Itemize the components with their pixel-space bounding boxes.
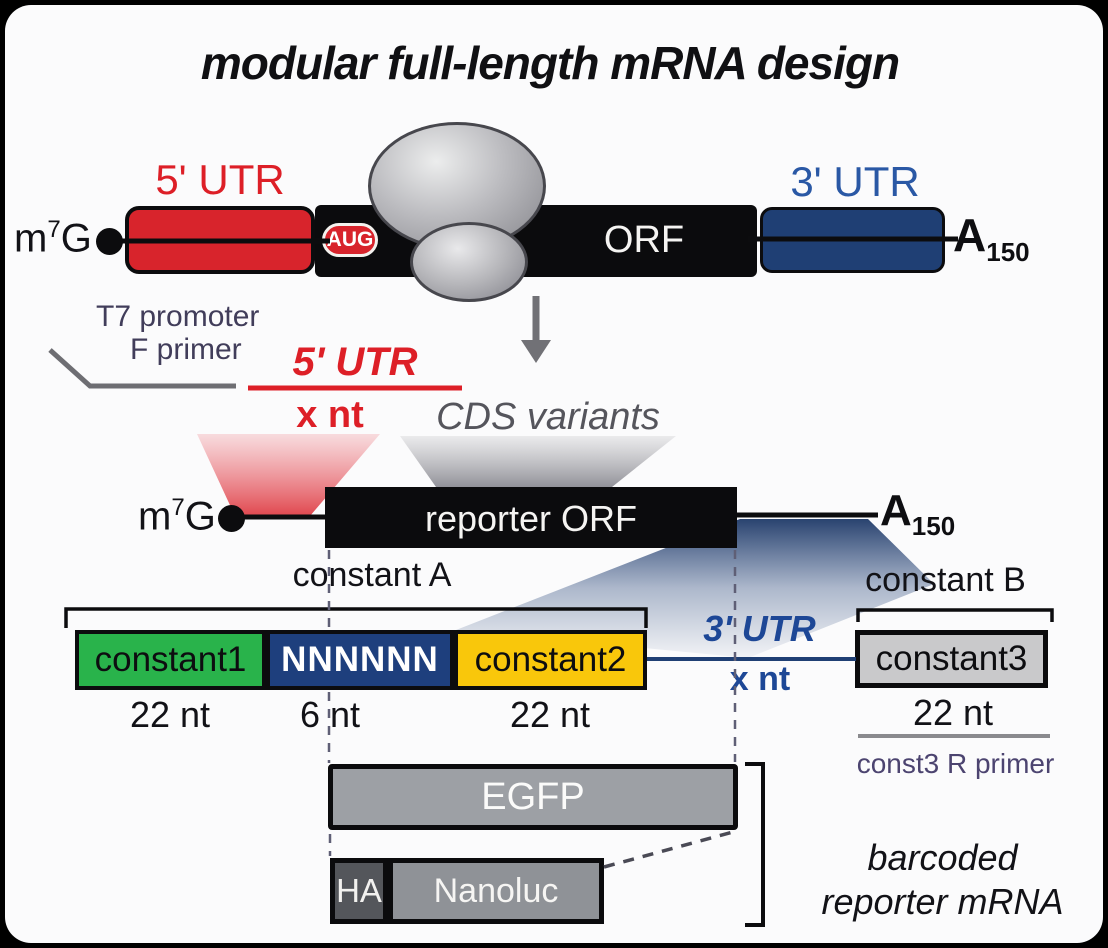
egfp-box: EGFP (328, 764, 738, 830)
utr5-box (125, 206, 315, 274)
utr3-variable-label: 3' UTR (703, 608, 816, 649)
utr5-variable-label: 5' UTR (292, 340, 418, 384)
caption-line1: barcoded (867, 837, 1018, 878)
const3-r-primer-label: const3 R primer (856, 748, 1055, 779)
polya-base: A (953, 209, 987, 261)
cap-m: m (138, 494, 172, 539)
barcode-nt-label: 6 nt (299, 694, 361, 735)
barcoded-reporter-caption: barcoded reporter mRNA (790, 836, 1095, 924)
constant1-box: constant1 (75, 630, 266, 690)
constant-b-label: constant B (865, 561, 1026, 599)
five-prime-cap-dot-middle (218, 505, 245, 532)
polya-sub: 150 (911, 510, 956, 541)
nanoluc-box: Nanoluc (388, 858, 604, 924)
cap-g: G (60, 216, 92, 261)
utr3-nt-label: x nt (729, 660, 791, 698)
cap-g: G (184, 494, 216, 539)
utr3-box (760, 207, 945, 273)
caption-line2: reporter mRNA (821, 881, 1064, 922)
five-prime-cap-dot-top (96, 228, 123, 255)
constant2-nt-label: 22 nt (509, 694, 591, 735)
constant2-box: constant2 (454, 630, 647, 690)
reporter-orf-label: reporter ORF (424, 498, 638, 539)
utr3-label-top: 3' UTR (790, 158, 920, 205)
utr5-nt-label: x nt (296, 394, 364, 436)
ha-tag-box: HA (330, 858, 388, 924)
polya-tail-top: A150 (953, 208, 1030, 268)
cap-m: m (14, 216, 48, 261)
cap-label-middle: m7G (138, 494, 216, 539)
constant-a-label: constant A (292, 556, 452, 594)
reporter-orf-bar (325, 487, 737, 548)
ribosome-small-subunit-icon (410, 222, 528, 302)
aug-badge: AUG (322, 223, 378, 257)
constant1-nt-label: 22 nt (129, 694, 211, 735)
f-primer-label: F primer (130, 333, 242, 366)
polya-tail-middle: A150 (880, 486, 955, 542)
constant3-box: constant3 (855, 630, 1048, 688)
cap-label-top: m7G (14, 216, 92, 261)
barcode-n-box: NNNNNN (266, 630, 454, 690)
cap-sup: 7 (47, 216, 61, 243)
constant3-nt-label: 22 nt (912, 692, 994, 733)
utr5-label-top: 5' UTR (155, 156, 285, 203)
cds-variants-label: CDS variants (436, 396, 660, 438)
polya-base: A (880, 486, 912, 535)
t7-promoter-label: T7 promoter (96, 300, 260, 333)
orf-label: ORF (603, 219, 685, 261)
figure-title: modular full-length mRNA design (200, 37, 900, 89)
polya-sub: 150 (986, 237, 1030, 268)
cap-sup: 7 (171, 494, 185, 521)
